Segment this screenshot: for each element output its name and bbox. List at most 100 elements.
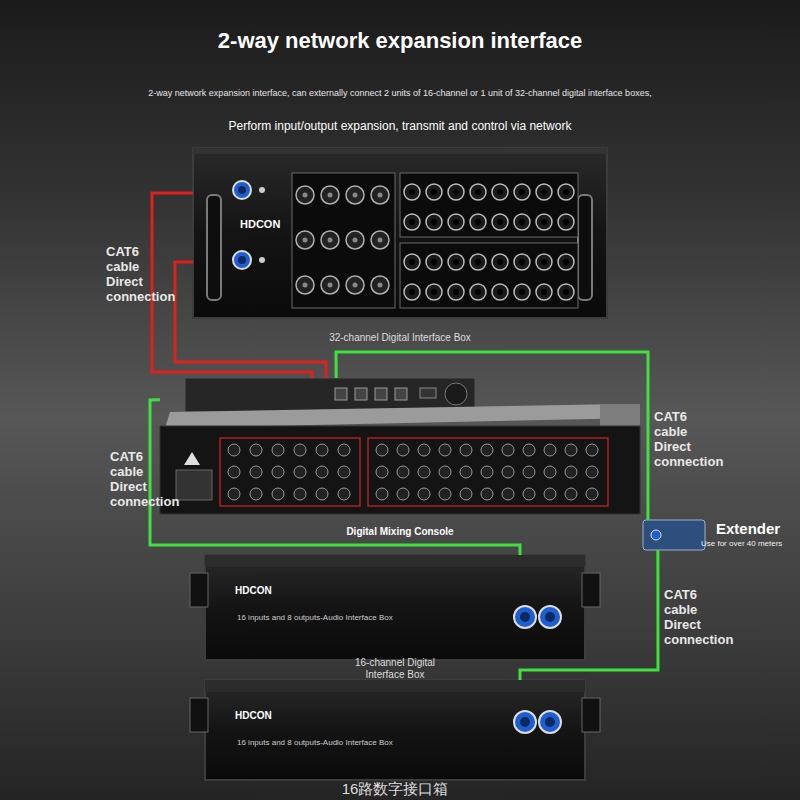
console-jack (294, 466, 306, 478)
xlr-jack (296, 186, 314, 204)
jack-hole (563, 219, 569, 225)
jack-hole (409, 219, 415, 225)
xlr-pin (378, 283, 383, 288)
jack-hole (497, 259, 503, 265)
console-jack (523, 466, 535, 478)
cat6-cable (150, 400, 520, 555)
console-jack (544, 466, 556, 478)
xlr-jack (296, 231, 314, 249)
console-jack (481, 444, 493, 456)
rack-ear (190, 698, 208, 732)
console-jack (250, 488, 262, 500)
combo-jack (536, 184, 552, 200)
combo-jack (558, 254, 574, 270)
xlr-jack (346, 186, 364, 204)
rack-handle (578, 195, 592, 300)
jack-hole (453, 289, 459, 295)
console-jack (316, 444, 328, 456)
extender-body (643, 520, 705, 550)
xlr-jack (346, 276, 364, 294)
xlr-pin (303, 238, 308, 243)
combo-jack (448, 284, 464, 300)
combo-jack (492, 214, 508, 230)
cat6-cable (336, 352, 648, 520)
power-inlet (176, 470, 212, 500)
console-jack (565, 444, 577, 456)
jack-hole (453, 189, 459, 195)
device-label: 16 inputs and 8 outputs-Audio Interface … (237, 738, 477, 747)
console-jack (481, 488, 493, 500)
device-label: 32-channel Digital Interface Box (193, 332, 607, 344)
console-jack (294, 444, 306, 456)
combo-jack (536, 254, 552, 270)
rear-port (420, 388, 436, 398)
combo-jack (514, 184, 530, 200)
xlr-jack (296, 276, 314, 294)
xlr-jack (371, 276, 389, 294)
jack-hole (409, 259, 415, 265)
xlr-jack (321, 276, 339, 294)
rear-port (335, 388, 347, 400)
cable-label: CAT6 cable Direct connection (110, 450, 166, 510)
device-label: 16路数字接口箱 (295, 780, 495, 797)
console-jack (338, 444, 350, 456)
chassis (205, 680, 585, 780)
jack-hole (563, 259, 569, 265)
input-panel (400, 243, 578, 308)
jack-hole (475, 289, 481, 295)
combo-jack (404, 254, 420, 270)
console-jack (376, 466, 388, 478)
chassis-lid (205, 680, 585, 692)
jack-hole (541, 289, 547, 295)
console-jack (439, 466, 451, 478)
console-jack (439, 488, 451, 500)
console-top (165, 404, 640, 428)
xlr-jack (371, 186, 389, 204)
xlr-pin (378, 193, 383, 198)
port-core (238, 256, 246, 264)
rear-port (395, 388, 407, 400)
cable-label: CAT6 cable Direct connection (106, 245, 162, 305)
rack-ear (582, 698, 600, 732)
xlr-jack (321, 186, 339, 204)
jack-section (368, 438, 608, 506)
cable-label: CAT6 cable Direct connection (654, 410, 710, 470)
console-jack (502, 444, 514, 456)
xlr-jack (321, 231, 339, 249)
ethercon-port (233, 181, 251, 199)
device-label: Digital Mixing Console (160, 526, 640, 538)
jack-hole (431, 219, 437, 225)
jack-hole (519, 189, 525, 195)
xlr-pin (353, 283, 358, 288)
status-led (259, 187, 265, 193)
combo-jack (536, 284, 552, 300)
ethercon-port (233, 251, 251, 269)
console-jack (294, 488, 306, 500)
rear-port (375, 388, 387, 400)
jack-section (220, 438, 360, 506)
device-node: HDCON16 inputs and 8 outputs-Audio Inter… (205, 680, 585, 780)
input-panel (400, 173, 578, 237)
jack-hole (497, 219, 503, 225)
device-label: 16 inputs and 8 outputs-Audio Interface … (237, 613, 477, 622)
jack-hole (431, 259, 437, 265)
xlr-pin (328, 193, 333, 198)
combo-jack (470, 284, 486, 300)
console-jack (250, 444, 262, 456)
xlr-pin (353, 238, 358, 243)
device-label: Extender (716, 520, 800, 537)
device-node: ExtenderUse for over 40 meters (643, 520, 705, 550)
console-jack (272, 466, 284, 478)
xlr-pin (303, 193, 308, 198)
jack-hole (541, 259, 547, 265)
jack-hole (563, 289, 569, 295)
device-label: HDCON (240, 218, 300, 231)
console-body (160, 426, 640, 514)
combo-jack (426, 284, 442, 300)
console-jack (502, 466, 514, 478)
device-label: 16-channel Digital Interface Box (335, 657, 455, 680)
jack-hole (475, 189, 481, 195)
console-jack (338, 466, 350, 478)
jack-hole (519, 219, 525, 225)
warning-sign (184, 452, 200, 465)
